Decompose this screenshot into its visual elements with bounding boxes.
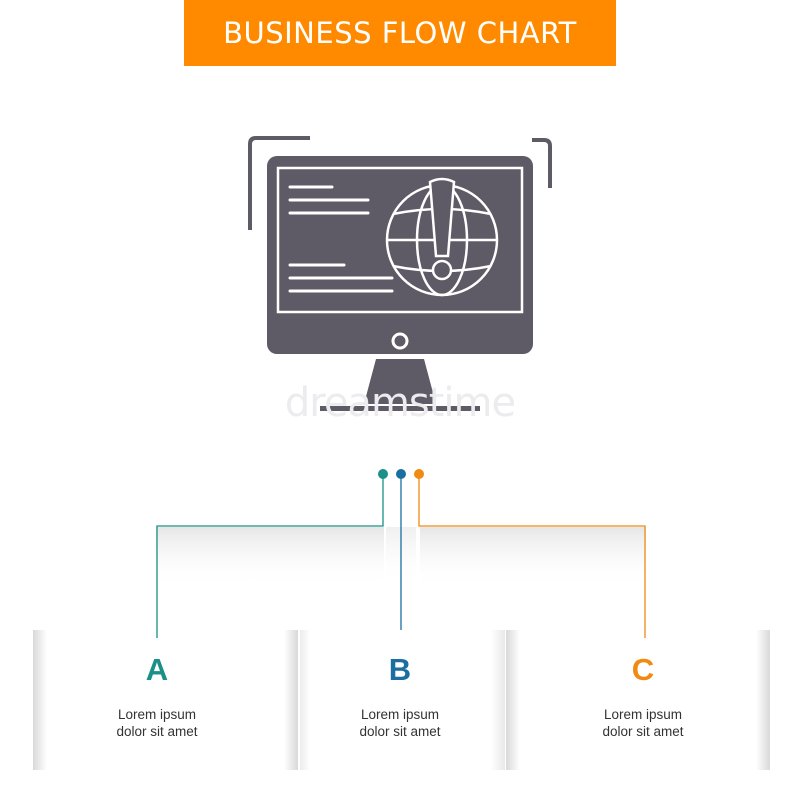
step-description-b: Lorem ipsum dolor sit amet (276, 706, 524, 740)
step-description-c: Lorem ipsum dolor sit amet (519, 706, 767, 740)
monitor-globe-warning-icon (240, 130, 560, 420)
step-panel-b: B Lorem ipsum dolor sit amet (276, 630, 524, 770)
connector-a (156, 475, 384, 638)
step-line-1: Lorem ipsum (117, 707, 197, 722)
monitor-base (320, 406, 480, 411)
step-description-a: Lorem ipsum dolor sit amet (33, 706, 281, 740)
power-button-icon (391, 332, 409, 350)
step-line-1: Lorem ipsum (360, 707, 440, 722)
title-banner: BUSINESS FLOW CHART (184, 0, 616, 66)
step-letter-c: C (631, 652, 655, 687)
connector-c (418, 475, 646, 638)
step-line-2: dolor sit amet (359, 724, 441, 739)
step-panel-c: C Lorem ipsum dolor sit amet (519, 630, 767, 770)
step-line-2: dolor sit amet (116, 724, 198, 739)
text-lines (288, 185, 394, 293)
step-line-2: dolor sit amet (602, 724, 684, 739)
monitor-body (267, 156, 533, 354)
connector-dot-b (396, 469, 406, 479)
step-panel-a: A Lorem ipsum dolor sit amet (33, 630, 281, 770)
connector-dot-a (378, 469, 388, 479)
step-letter-a: A (145, 652, 169, 687)
exclamation-icon (428, 177, 456, 281)
step-line-1: Lorem ipsum (603, 707, 683, 722)
connector-dot-c (414, 469, 424, 479)
watermark: dreamstime (284, 380, 516, 426)
bracket-right-icon (532, 138, 552, 188)
monitor-stand (364, 359, 436, 404)
chart-title: BUSINESS FLOW CHART (223, 16, 577, 50)
screen-frame (276, 166, 524, 314)
step-letter-b: B (388, 652, 412, 687)
